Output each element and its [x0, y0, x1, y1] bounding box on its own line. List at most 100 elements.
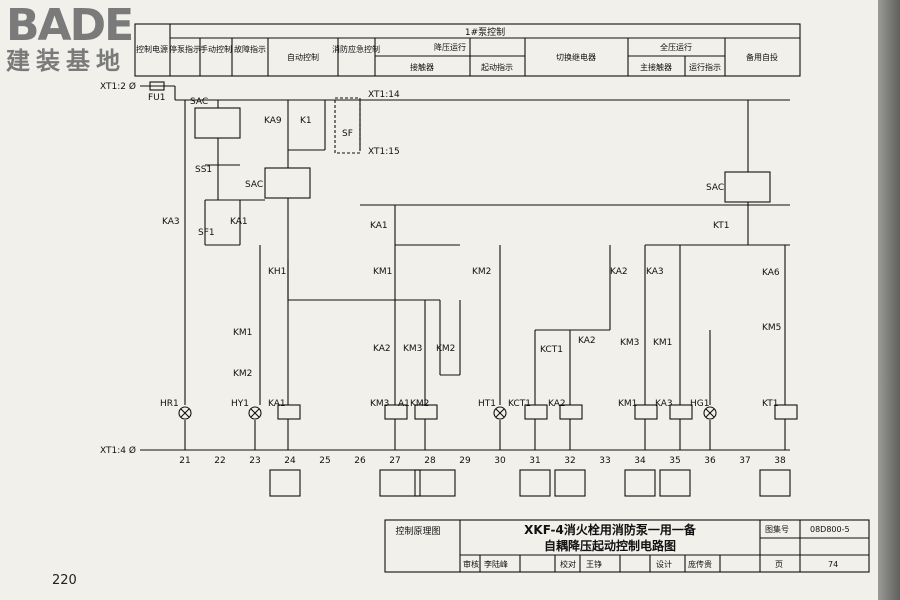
logo-subtitle: 建装基地: [6, 47, 126, 75]
header-col-7: 降压运行: [434, 42, 466, 52]
drawing-title-1: XKF-4消火栓用消防泵一用一备: [524, 522, 697, 537]
column-number: 24: [284, 456, 296, 466]
column-number: 36: [704, 456, 716, 466]
header-col-8: 切换继电器: [556, 52, 596, 62]
label-km1-b: KM1: [373, 267, 392, 277]
label-km2-a: KM2: [233, 369, 252, 379]
label-ka3-b: KA3: [646, 267, 664, 277]
header-sub-4: 运行指示: [689, 62, 721, 72]
header-col-5: 自动控制: [287, 52, 319, 62]
label-ka1-c: KA1: [370, 221, 388, 231]
header-col-1: 控制电源: [136, 44, 168, 54]
label-ka3: KA3: [162, 217, 180, 227]
header-col-3: 手动控制: [200, 44, 232, 54]
check-label: 校对: [560, 559, 576, 569]
logo: BADE 建装基地: [6, 0, 134, 75]
terminal-xt1-15: XT1:15: [368, 147, 400, 157]
column-number: 37: [739, 456, 750, 466]
coil-kt1: [774, 404, 798, 420]
design-label: 设计: [656, 559, 672, 569]
label-k1: K1: [300, 116, 312, 126]
label-ss1: SS1: [195, 165, 212, 175]
column-number: 26: [354, 456, 366, 466]
header-sub-2: 起动指示: [481, 62, 513, 72]
column-number: 23: [249, 456, 260, 466]
label-kt1-b: KT1: [762, 399, 778, 409]
designer-name: 庞传贵: [688, 559, 712, 569]
header-col-4: 故障指示: [234, 44, 266, 54]
coil-ka2: [559, 404, 583, 420]
header-col-2: 停泵指示: [169, 44, 201, 54]
label-ka2-b: KA2: [578, 336, 596, 346]
label-a1-coil: A1: [398, 399, 410, 409]
label-km1-a: KM1: [233, 328, 252, 338]
column-number: 29: [459, 456, 471, 466]
label-ht1: HT1: [478, 399, 496, 409]
label-km2-d: KM2: [472, 267, 491, 277]
review-label: 审核: [463, 559, 479, 569]
column-number: 27: [389, 456, 400, 466]
lamp-hr1: [178, 406, 192, 420]
header-col-10: 备用自投: [746, 52, 778, 62]
label-sac-3: SAC: [706, 183, 724, 193]
label-km3-b: KM3: [370, 399, 389, 409]
lamp-hy1: [248, 406, 262, 420]
reviewer-name: 李陆峰: [484, 559, 508, 569]
terminal-xt1-14: XT1:14: [368, 90, 400, 100]
label-hg1: HG1: [690, 399, 709, 409]
header-col-6: 消防应急控制: [332, 44, 380, 54]
label-sac-1: SAC: [190, 97, 208, 107]
column-number: 35: [669, 456, 680, 466]
header-sub-1: 接触器: [410, 62, 434, 72]
checker-name: 王铮: [586, 559, 602, 569]
lamp-hg1: [703, 406, 717, 420]
terminal-xt1-2: XT1:2 Ø: [100, 81, 136, 92]
drawing-title-2: 自耦降压起动控制电路图: [544, 538, 676, 553]
label-kct1-b: KCT1: [508, 399, 531, 409]
column-number: 31: [529, 456, 540, 466]
label-sf: SF: [342, 129, 353, 139]
label-km3-a: KM3: [403, 344, 422, 354]
atlas-label: 图集号: [765, 524, 789, 534]
coil-km1: [634, 404, 658, 420]
page-number-box: 74: [828, 560, 838, 569]
title-block: [384, 519, 870, 573]
label-hr1: HR1: [160, 399, 179, 409]
fuse-fu1: FU1: [148, 93, 166, 103]
label-sac-2: SAC: [245, 180, 263, 190]
column-number: 30: [494, 456, 506, 466]
label-ka6: KA6: [762, 268, 780, 278]
header-table: [134, 23, 801, 77]
column-number: 22: [214, 456, 225, 466]
label-sf1: SF1: [198, 228, 215, 238]
header-top-title: 1#泵控制: [465, 26, 505, 38]
coil-km3: [384, 404, 408, 420]
column-number: 33: [599, 456, 610, 466]
label-km1-c: KM1: [653, 338, 672, 348]
coil-km2: [414, 404, 438, 420]
label-km3-c: KM3: [620, 338, 639, 348]
label-kt1-a: KT1: [713, 221, 729, 231]
label-kh1: KH1: [268, 267, 286, 277]
coil-kct1: [524, 404, 548, 420]
column-number: 34: [634, 456, 646, 466]
label-km5: KM5: [762, 323, 781, 333]
label-ka1-a: KA1: [230, 217, 248, 227]
atlas-number: 08D800-5: [810, 525, 850, 534]
binding-shadow: [878, 0, 900, 600]
column-number: 32: [564, 456, 575, 466]
label-hy1: HY1: [231, 399, 249, 409]
header-sub-3: 主接触器: [640, 62, 672, 72]
label-ka2-a: KA2: [373, 344, 391, 354]
label-ka2-c: KA2: [548, 399, 566, 409]
logo-brand: BADE: [6, 0, 134, 51]
label-km2-c: KM2: [410, 399, 429, 409]
label-km1-d: KM1: [618, 399, 637, 409]
coil-ka3: [669, 404, 693, 420]
column-number: 28: [424, 456, 436, 466]
column-number: 21: [179, 456, 190, 466]
label-kct1-a: KCT1: [540, 345, 563, 355]
label-ka1-b: KA1: [268, 399, 286, 409]
terminal-xt1-4: XT1:4 Ø: [100, 445, 136, 456]
